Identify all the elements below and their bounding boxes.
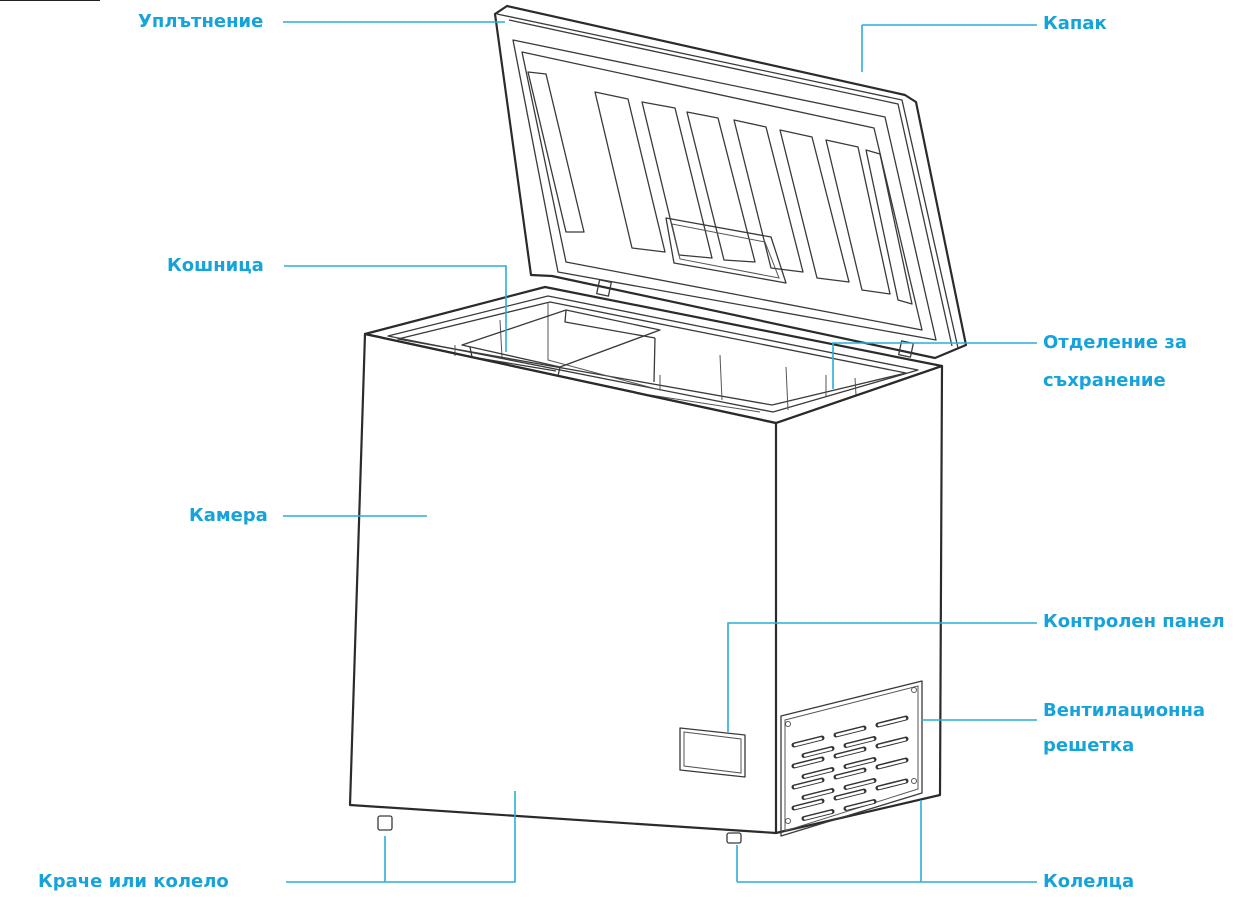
label-casters: Колелца: [1043, 871, 1135, 892]
label-basket: Кошница: [167, 255, 264, 276]
label-storage-line1: Отделение за: [1043, 332, 1187, 353]
vent-grille: [780, 680, 923, 837]
leader-lines: [283, 21, 1037, 883]
lid-drawing: [493, 4, 968, 360]
cabinet-body: [348, 332, 944, 844]
label-control-panel: Контролен панел: [1043, 611, 1225, 632]
label-foot: Краче или колело: [38, 871, 229, 892]
lid-ribs: [527, 71, 913, 305]
cabinet-top: [363, 285, 944, 425]
label-vent-line2: решетка: [1043, 735, 1135, 756]
label-chamber: Камера: [189, 505, 268, 526]
label-lid: Капак: [1043, 13, 1107, 34]
label-seal: Уплътнение: [138, 11, 264, 32]
label-storage-line2: съхранение: [1043, 370, 1166, 391]
label-vent-line1: Вентилационна: [1043, 700, 1206, 721]
top-left-rule: [0, 0, 100, 1]
